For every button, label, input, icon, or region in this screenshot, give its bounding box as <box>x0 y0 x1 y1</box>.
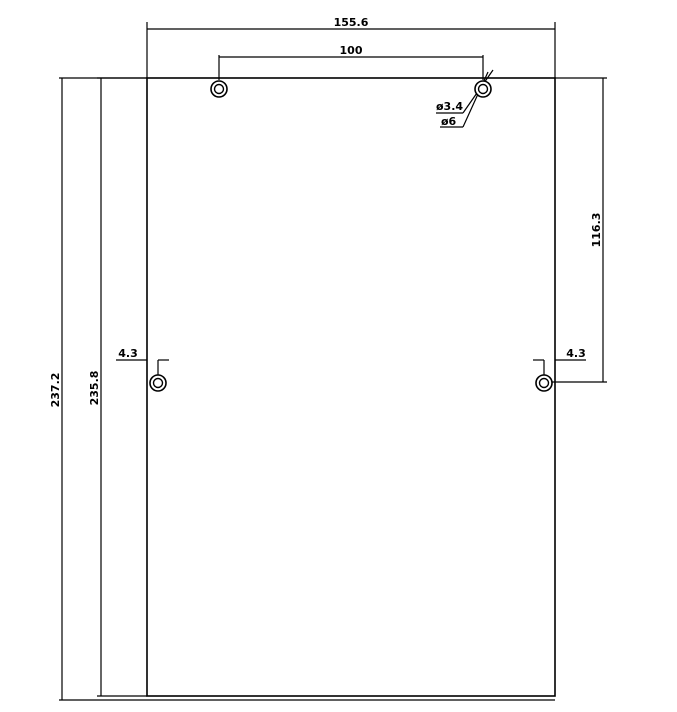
mounting-hole-mid-right <box>535 374 553 392</box>
overall-width-label: 155.6 <box>334 16 369 29</box>
mounting-hole-top-left <box>210 80 228 98</box>
right-edge-offset-label: 4.3 <box>566 347 586 360</box>
mounting-hole-top-right <box>474 80 492 98</box>
vertical-offset-label: 116.3 <box>590 213 603 248</box>
diameter-leader-2 <box>462 71 489 128</box>
overall-height-inner-label: 235.8 <box>88 371 101 406</box>
mounting-hole-mid-left <box>149 374 167 392</box>
overall-height-outer-label: 237.2 <box>49 373 62 408</box>
hole-inner-diameter-label: ø3.4 <box>436 100 463 113</box>
hole-outer-diameter-label: ø6 <box>441 115 457 128</box>
hole-spacing-label: 100 <box>340 44 363 57</box>
left-edge-offset-label: 4.3 <box>118 347 138 360</box>
plate-outline <box>146 77 556 697</box>
